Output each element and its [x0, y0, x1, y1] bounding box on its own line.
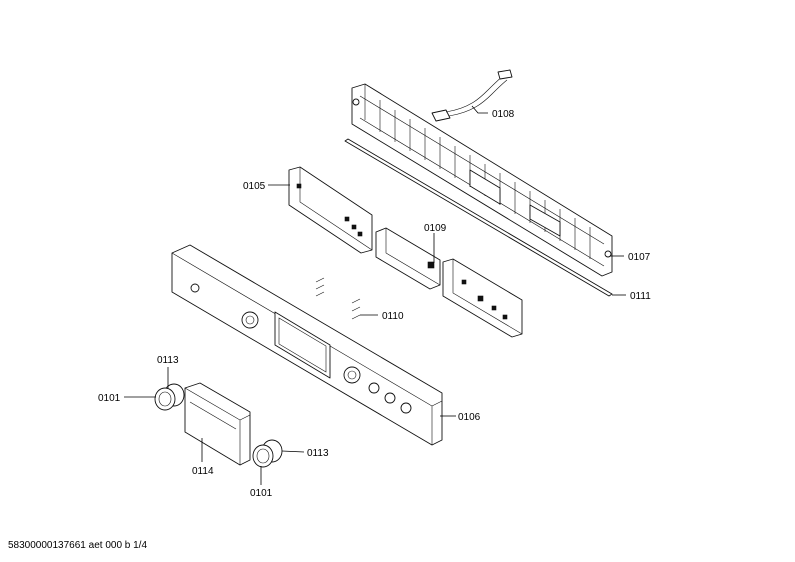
- label-0113-left: 0113: [157, 355, 179, 366]
- label-0105: 0105: [243, 181, 266, 192]
- ribbon-cable-0108: [431, 69, 513, 122]
- clips-0110: [315, 277, 361, 320]
- document-footer: 58300000137661 aet 000 b 1/4: [8, 540, 148, 551]
- label-0114: 0114: [192, 466, 214, 477]
- label-0101-left: 0101: [98, 393, 121, 404]
- circuit-board-right: [442, 258, 523, 338]
- circuit-board-0105: [288, 166, 373, 254]
- label-0108: 0108: [492, 109, 515, 120]
- control-panel-0106: [171, 244, 443, 446]
- rear-frame-0107: [351, 83, 613, 277]
- label-0110: 0110: [382, 311, 404, 322]
- part-labels: 0108 0105 0109 0107 0111 0110 0113 0101 …: [98, 109, 651, 499]
- knob-left-0101: [154, 383, 185, 411]
- display-module-0114: [184, 382, 251, 466]
- label-0111: 0111: [630, 291, 651, 302]
- label-0113-right: 0113: [307, 448, 329, 459]
- knob-right-0101: [252, 439, 283, 468]
- module-0109: [375, 227, 441, 290]
- seal-strip-0111: [344, 138, 613, 297]
- label-0109: 0109: [424, 223, 447, 234]
- label-0106: 0106: [458, 412, 481, 423]
- leader-lines: [124, 105, 626, 485]
- label-0107: 0107: [628, 252, 651, 263]
- label-0101-right: 0101: [250, 488, 273, 499]
